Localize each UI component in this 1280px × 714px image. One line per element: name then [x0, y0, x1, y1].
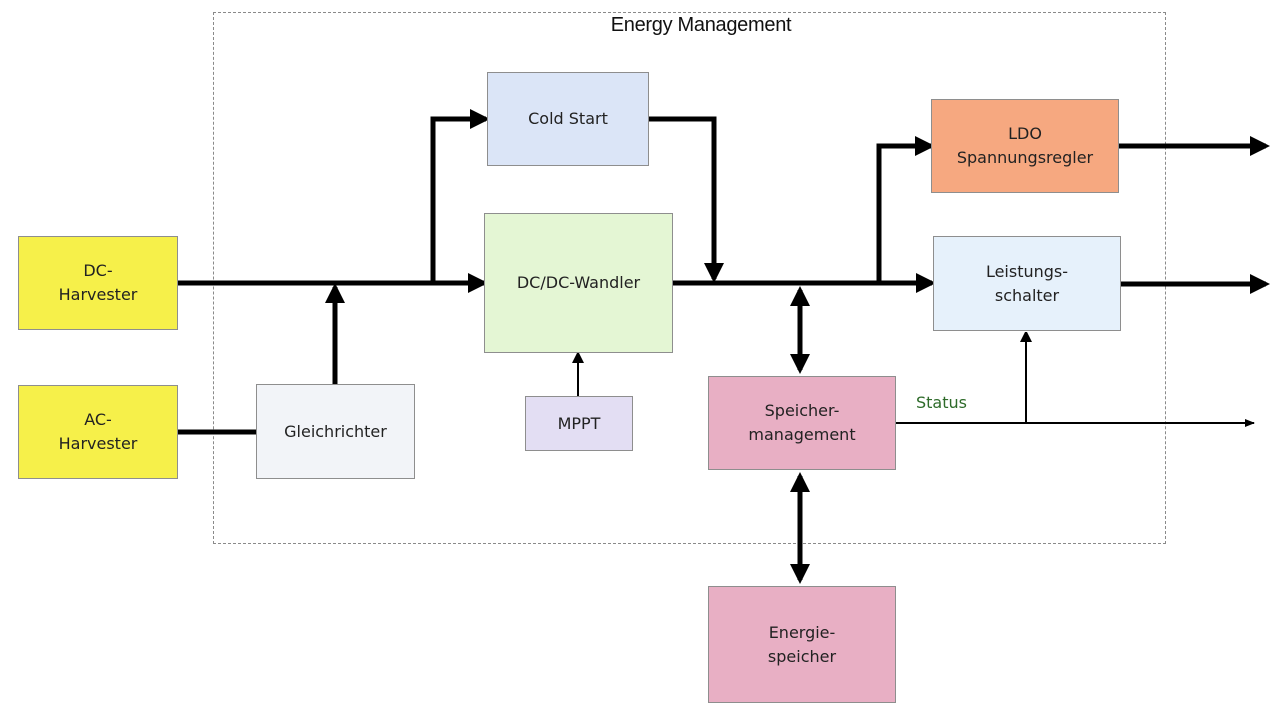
block-energiespeicher: Energie- speicher [708, 586, 896, 703]
frame-title: Energy Management [610, 14, 792, 36]
block-dc-harvester: DC- Harvester [18, 236, 178, 330]
block-speichermanagement-label: Speicher- management [748, 401, 856, 444]
block-ac-harvester: AC- Harvester [18, 385, 178, 479]
block-cold-start-label: Cold Start [528, 109, 608, 128]
line-bus-to-cold-start [430, 109, 490, 283]
block-dcdc-wandler: DC/DC-Wandler [484, 213, 673, 353]
line-bus-to-ldo [876, 136, 935, 283]
block-mppt: MPPT [525, 396, 633, 451]
block-dc-harvester-label: DC- Harvester [58, 261, 138, 304]
block-leistungsschalter: Leistungs- schalter [933, 236, 1121, 331]
status-label: Status [916, 393, 967, 412]
block-leistungsschalter-label: Leistungs- schalter [985, 261, 1069, 305]
block-energiespeicher-label: Energie- speicher [767, 622, 837, 666]
block-ldo-label: LDO Spannungsregler [956, 124, 1094, 167]
line-cold-start-to-bus [648, 116, 724, 283]
block-ldo-spannungsregler: LDO Spannungsregler [931, 99, 1119, 193]
block-ac-harvester-label: AC- Harvester [58, 410, 138, 453]
block-speichermanagement: Speicher- management [708, 376, 896, 470]
energy-management-boundary [213, 12, 1166, 544]
block-dcdc-wandler-label: DC/DC-Wandler [516, 273, 641, 292]
block-cold-start: Cold Start [487, 72, 649, 166]
block-gleichrichter: Gleichrichter [256, 384, 415, 479]
block-gleichrichter-label: Gleichrichter [284, 421, 387, 441]
block-mppt-label: MPPT [557, 413, 601, 433]
